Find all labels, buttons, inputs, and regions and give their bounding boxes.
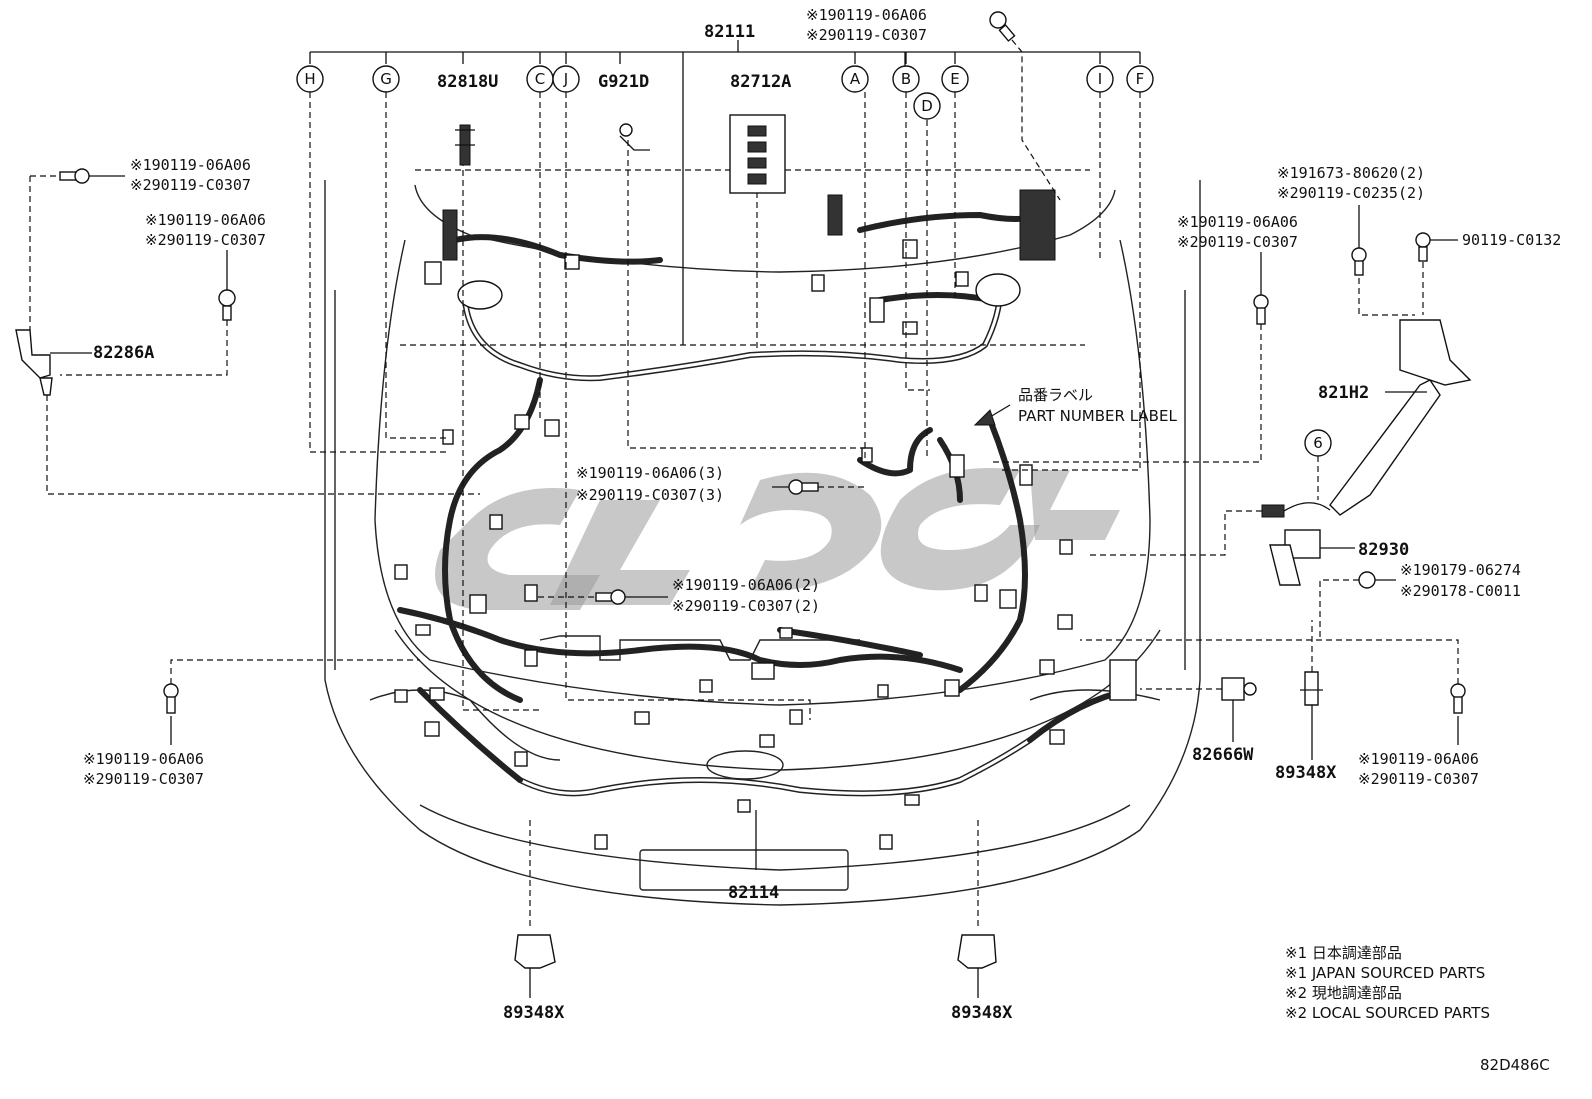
svg-text:I: I: [1098, 70, 1102, 88]
left-low-bolt-note-1: ※190119-06A06: [83, 750, 204, 768]
clip-right-part-number: 89348X: [1275, 763, 1337, 783]
left-top-bolt-note-1: ※190119-06A06: [130, 156, 251, 174]
callout-circle-I: I: [1086, 65, 1114, 93]
label-part-number: 82712A: [730, 72, 791, 92]
legend-line-3: ※2 現地調達部品: [1285, 984, 1402, 1002]
ground-terminal-icon: [619, 123, 650, 151]
connector-bolt-icon: [1319, 571, 1396, 640]
legend-line-4: ※2 LOCAL SOURCED PARTS: [1285, 1004, 1490, 1022]
callout-circle-D: D: [913, 92, 941, 120]
main-part-number: 82111: [704, 22, 755, 42]
right-low-bolt-note-1: ※190119-06A06: [1358, 750, 1479, 768]
vehicle-body-outline: [324, 180, 1201, 906]
ground-part-number: G921D: [598, 72, 649, 92]
relay-block-part-number: 82818U: [437, 72, 498, 92]
svg-text:6: 6: [1313, 434, 1323, 452]
svg-text:J: J: [563, 70, 568, 88]
part-number-label-icon: [729, 114, 786, 194]
connector-82930-icon: [1269, 529, 1355, 586]
sensor-bracket-part-number: 821H2: [1318, 383, 1369, 403]
svg-text:B: B: [901, 70, 911, 88]
sensor-bolt-icon: [1351, 205, 1415, 316]
bracket-part-number: 82286A: [93, 343, 154, 363]
legend: ※1 日本調達部品 ※1 JAPAN SOURCED PARTS ※2 現地調達…: [1285, 944, 1490, 1022]
svg-text:F: F: [1136, 70, 1145, 88]
front-harness-part-number: 82114: [728, 883, 779, 903]
left-top-bolt-icon: [29, 168, 125, 330]
left-mid-bolt-note-2: ※290119-C0307: [145, 231, 266, 249]
svg-text:C: C: [535, 70, 545, 88]
part-label-jp: 品番ラベル: [1018, 386, 1093, 404]
sensor-connector-icon: [1090, 502, 1331, 556]
watermark-logo: [435, 468, 1120, 610]
right-low-bolt-note-2: ※290119-C0307: [1358, 770, 1479, 788]
svg-text:G: G: [380, 70, 392, 88]
callout-circle-C: C: [526, 65, 554, 93]
callout-circle-A: A: [841, 65, 869, 93]
relay-clip-icon: [455, 124, 475, 166]
sensor-bolt-note-2: ※290119-C0235(2): [1277, 184, 1425, 202]
callout-circle-B: B: [892, 65, 920, 93]
left-mid-bolt-icon: [60, 250, 236, 376]
part-label-arrow: [973, 404, 1011, 426]
relay-block-assembly: [442, 189, 1056, 310]
clip-center-part-number: 89348X: [951, 1003, 1013, 1023]
main-harness: [397, 207, 1133, 797]
sensor-bracket-icon: [1329, 319, 1472, 516]
sensor-nut-icon: [1415, 232, 1458, 315]
center-bolt-3-icon: [772, 479, 865, 495]
bracket-icon: [15, 329, 480, 495]
connector-part-number: 82930: [1358, 540, 1409, 560]
top-bolt-icon: [989, 11, 1061, 201]
left-mid-bolt-note-1: ※190119-06A06: [145, 211, 266, 229]
connector-bolt-note-1: ※190179-06274: [1400, 561, 1521, 579]
legend-line-2: ※1 JAPAN SOURCED PARTS: [1285, 964, 1485, 982]
callout-circle-J: J: [552, 65, 580, 93]
left-low-bolt-icon: [163, 659, 420, 745]
sensor-nut-note: 90119-C0132: [1462, 231, 1561, 249]
right-low-bolt-icon: [1080, 639, 1466, 745]
left-top-bolt-note-2: ※290119-C0307: [130, 176, 251, 194]
right-upper-bolt-note-1: ※190119-06A06: [1177, 213, 1298, 231]
center-bolt-note-2b: ※290119-C0307(2): [672, 597, 820, 615]
grommet-icon: [1140, 677, 1257, 742]
connector-bolt-note-2: ※290178-C0011: [1400, 582, 1521, 600]
clip-left-icon: [514, 820, 556, 998]
callout-circle-H: H: [296, 65, 324, 93]
top-bolt-note-1: ※190119-06A06: [806, 6, 927, 24]
center-bolt-note-3a: ※190119-06A06(3): [576, 464, 724, 482]
clip-right-icon: [1300, 620, 1323, 760]
right-upper-bolt-icon: [990, 252, 1269, 463]
clip-center-icon: [957, 820, 997, 998]
grommet-part-number: 82666W: [1192, 745, 1254, 765]
right-upper-bolt-note-2: ※290119-C0307: [1177, 233, 1298, 251]
callout-circle-F: F: [1126, 65, 1154, 93]
legend-line-1: ※1 日本調達部品: [1285, 944, 1402, 962]
callout-circle-E: E: [941, 65, 969, 93]
top-bolt-note-2: ※290119-C0307: [806, 26, 927, 44]
figure-id: 82D486C: [1480, 1056, 1550, 1074]
center-bolt-note-2a: ※190119-06A06(2): [672, 576, 820, 594]
part-label-en: PART NUMBER LABEL: [1018, 407, 1177, 425]
svg-text:D: D: [921, 97, 933, 115]
center-bolt-2-icon: [538, 589, 668, 605]
sensor-bolt-note-1: ※191673-80620(2): [1277, 164, 1425, 182]
svg-text:A: A: [850, 70, 861, 88]
connector-blocks: [394, 239, 1137, 850]
left-low-bolt-note-2: ※290119-C0307: [83, 770, 204, 788]
step-circle: 6: [1304, 429, 1332, 500]
center-bolt-note-3b: ※290119-C0307(3): [576, 486, 724, 504]
clip-left-part-number: 89348X: [503, 1003, 565, 1023]
callout-leaders: [309, 40, 1141, 720]
svg-text:H: H: [304, 70, 315, 88]
svg-text:E: E: [950, 70, 959, 88]
callout-circle-G: G: [372, 65, 400, 93]
